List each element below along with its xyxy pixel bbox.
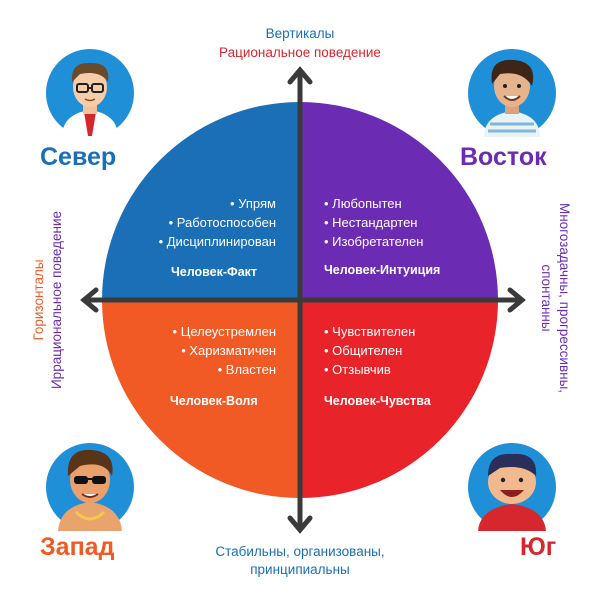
trait-item: • Дисциплинирован	[158, 234, 276, 249]
right-caption: Многозадачны, прогрессивны, спонтанны	[537, 203, 573, 393]
bottom-caption: Стабильны, организованы, принципиальны	[180, 543, 420, 579]
man-with-glasses-icon	[46, 49, 134, 137]
trait-item: • Общителен	[324, 343, 403, 358]
quadrant-south	[300, 300, 498, 498]
quadrant-east-title: Человек-Интуиция	[324, 263, 441, 277]
smiling-man-icon	[468, 49, 556, 137]
man-with-sunglasses-icon	[46, 443, 134, 531]
arrow-down-icon	[287, 515, 313, 534]
bottom-caption-line2: принципиальны	[250, 562, 350, 577]
trait-item: • Любопытен	[324, 196, 402, 211]
direction-north: Север	[40, 143, 117, 171]
trait-item: • Изобретателен	[324, 234, 424, 249]
top-caption-rational: Рациональное поведение	[219, 45, 381, 60]
arrow-up-icon	[287, 66, 313, 85]
quadrant-south-title: Человек-Чувства	[324, 394, 431, 408]
axes	[80, 66, 526, 534]
left-caption-irrational: Иррациональное поведение	[49, 210, 64, 390]
chubby-boy-icon	[468, 443, 556, 531]
top-caption-verticals: Вертикалы	[265, 26, 335, 41]
trait-item: • Целеустремлен	[172, 324, 276, 339]
bottom-caption-line1: Стабильны, организованы,	[215, 544, 385, 559]
quadrant-east	[300, 102, 498, 300]
left-caption: Горизонталы Иррациональное поведение	[30, 211, 66, 389]
left-caption-horizontals: Горизонталы	[31, 259, 46, 341]
trait-item: • Работоспособен	[168, 215, 276, 230]
quadrant-north	[102, 102, 300, 300]
quadrant-west-traits: • Целеустремлен • Харизматичен • Властен	[130, 322, 276, 379]
trait-item: • Харизматичен	[181, 343, 276, 358]
right-caption-line1: Многозадачны, прогрессивны,	[557, 202, 572, 394]
quadrant-west	[102, 300, 300, 498]
quadrant-north-title: Человек-Факт	[171, 265, 258, 279]
direction-west: Запад	[40, 533, 115, 561]
quadrant-south-traits: • Чувствителен • Общителен • Отзывчив	[324, 322, 415, 379]
trait-item: • Нестандартен	[324, 215, 418, 230]
direction-south: Юг	[520, 533, 557, 561]
arrow-right-icon	[507, 287, 526, 313]
trait-item: • Отзывчив	[324, 362, 391, 377]
arrow-left-icon	[80, 287, 99, 313]
quadrant-north-traits: • Упрям • Работоспособен • Дисциплиниров…	[140, 194, 276, 251]
right-caption-line2: спонтанны	[539, 264, 554, 332]
trait-item: • Властен	[217, 362, 276, 377]
quadrant-west-title: Человек-Воля	[170, 394, 258, 408]
direction-east: Восток	[460, 143, 547, 171]
quadrant-east-traits: • Любопытен • Нестандартен • Изобретател…	[324, 194, 423, 251]
trait-item: • Упрям	[230, 196, 276, 211]
trait-item: • Чувствителен	[324, 324, 416, 339]
